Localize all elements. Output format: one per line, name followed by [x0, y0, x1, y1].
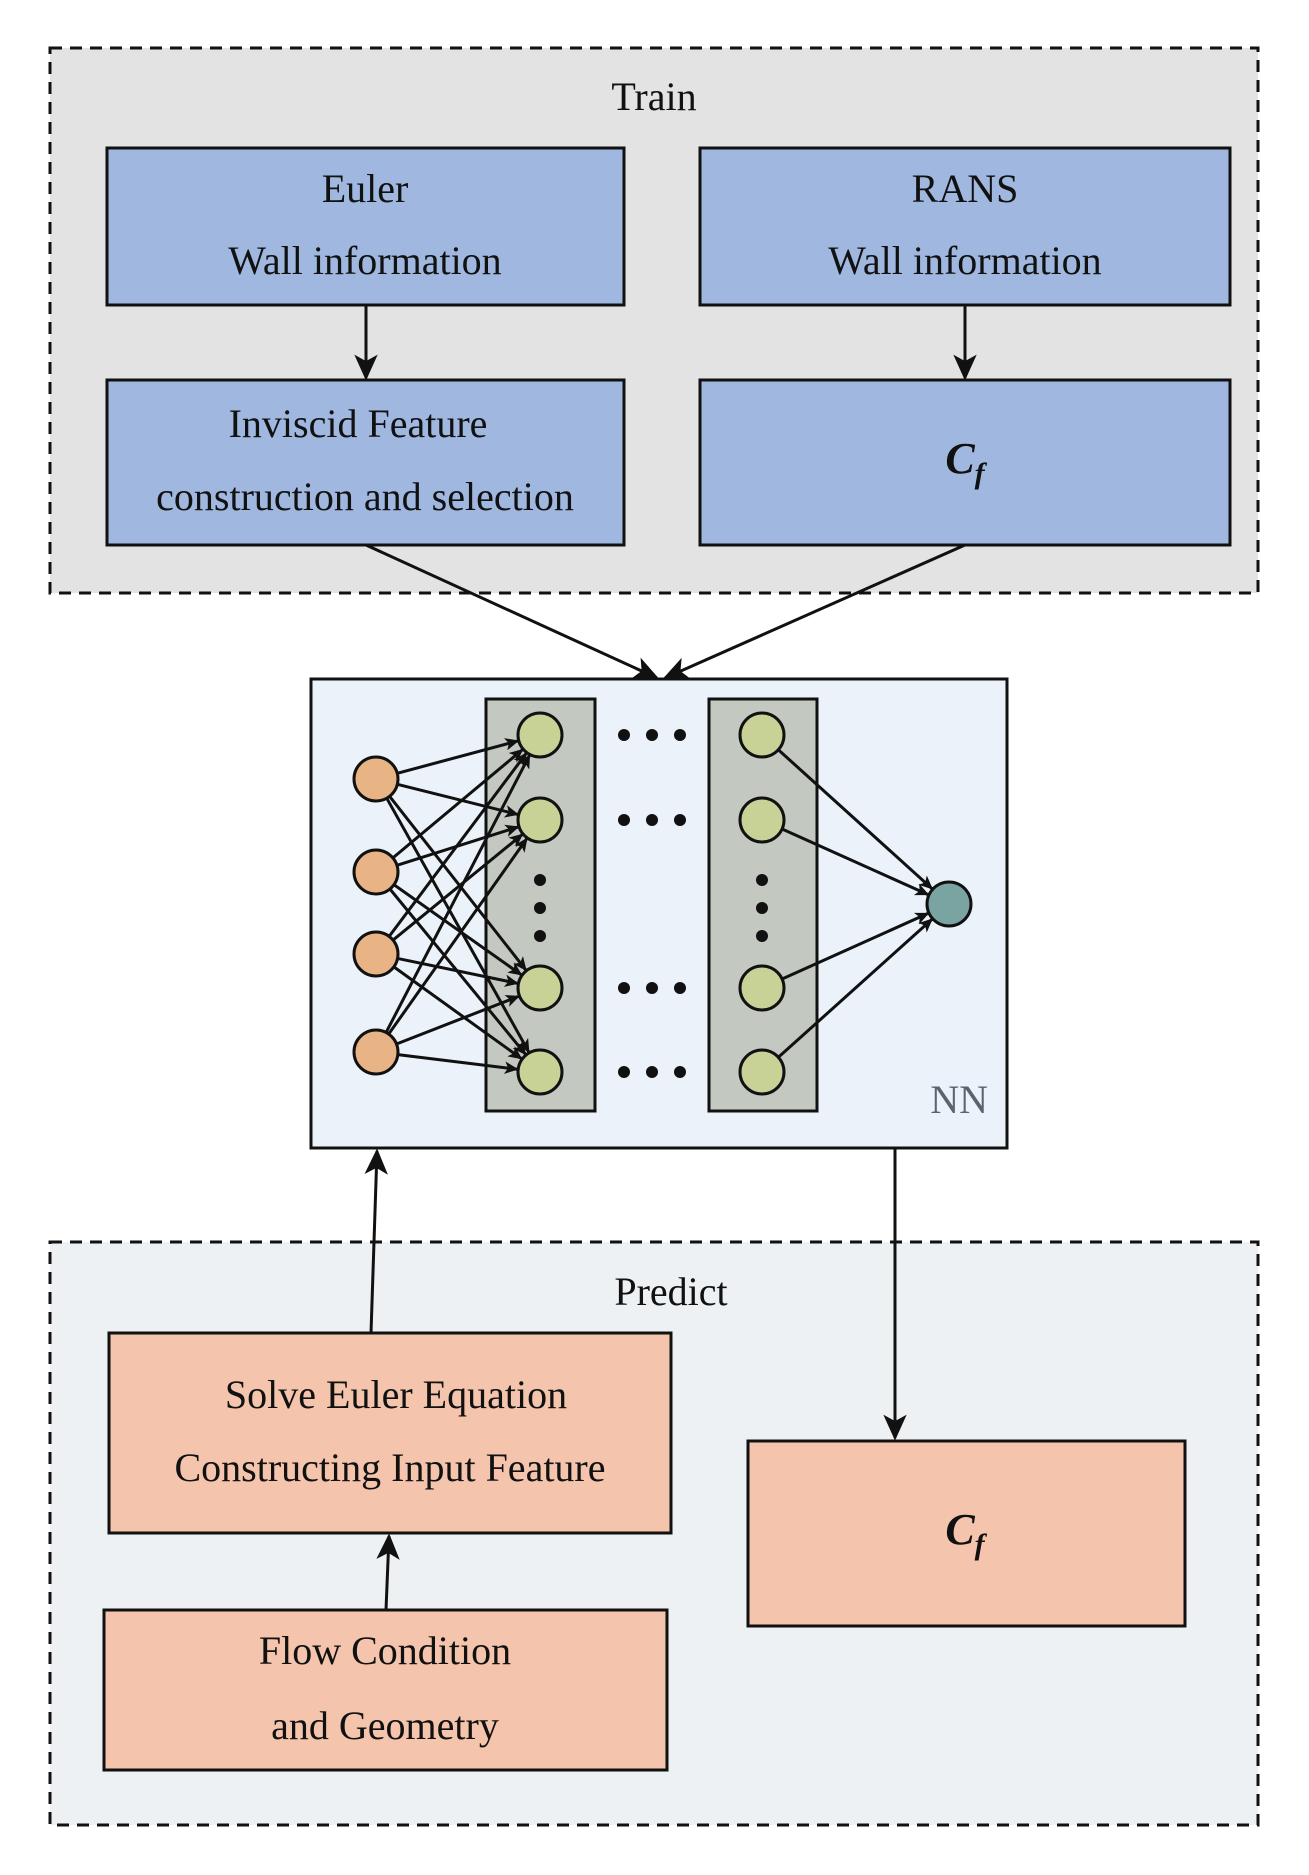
last-hidden-node-4 — [738, 1048, 786, 1096]
ellipsis-dot-row4-1 — [618, 1066, 630, 1078]
nn-edge-input-3-to-hidden-3 — [397, 956, 519, 987]
rans-box-line2: Wall information — [828, 238, 1101, 283]
nn-edge-input-3-to-hidden-2 — [392, 833, 524, 942]
ellipsis-dot-row3-1 — [618, 982, 630, 994]
feature-box-line2: construction and selection — [156, 474, 574, 519]
train-title: Train — [611, 74, 696, 119]
euler-box-line1: Euler — [322, 166, 409, 211]
last-hidden-node-2 — [738, 796, 786, 844]
nn-edge-hidden-4-to-output — [777, 918, 933, 1059]
flow-box-line2: and Geometry — [271, 1703, 499, 1748]
nn-edge-input-4-to-hidden-1 — [384, 754, 531, 1034]
predict-cf-symbol: C — [945, 1505, 975, 1554]
solve-box-line1: Solve Euler Equation — [225, 1372, 567, 1417]
ellipsis-dot-row1-2 — [646, 729, 658, 741]
inviscid-feature-box: Inviscid Feature construction and select… — [105, 378, 626, 547]
nn-edge-hidden-2-to-output — [781, 827, 930, 896]
nn-edge-input-1-to-hidden-4 — [385, 797, 531, 1054]
neural-network-panel: NN — [309, 677, 1009, 1150]
nn-edge-hidden-3-to-output — [781, 912, 930, 981]
ellipsis-dot-h1-3 — [534, 930, 546, 942]
train-cf-box: Cf — [698, 378, 1232, 547]
arrow-flow-to-solve — [376, 1533, 400, 1611]
nn-edge-hidden-1-to-output — [777, 748, 933, 890]
nn-edge-input-4-to-hidden-2 — [387, 837, 528, 1035]
input-node-2 — [352, 848, 400, 896]
arrow-solve-to-nn — [364, 1148, 388, 1334]
first-hidden-node-1 — [516, 711, 564, 759]
ellipsis-dot-h2-1 — [756, 874, 768, 886]
predict-title: Predict — [614, 1269, 727, 1314]
ellipsis-dot-h1-2 — [534, 902, 546, 914]
output-node — [925, 880, 973, 928]
flow-condition-box: Flow Condition and Geometry — [102, 1608, 669, 1772]
predict-panel: Predict Solve Euler Equation Constructin… — [48, 1240, 1260, 1827]
input-node-3 — [352, 930, 400, 978]
nn-nodes — [352, 711, 973, 1096]
nn-edge-input-2-to-hidden-1 — [391, 748, 524, 860]
solve-box-line2: Constructing Input Feature — [174, 1445, 605, 1490]
predict-cf-box: Cf — [746, 1439, 1187, 1628]
ellipsis-dot-row1-3 — [674, 729, 686, 741]
last-hidden-node-1 — [738, 711, 786, 759]
first-hidden-node-4 — [516, 1048, 564, 1096]
ellipsis-dot-row2-1 — [618, 814, 630, 826]
nn-edge-input-4-to-hidden-4 — [397, 1053, 519, 1074]
predict-cf-label: Cf — [945, 1505, 987, 1561]
solve-euler-box: Solve Euler Equation Constructing Input … — [107, 1331, 673, 1535]
arrow-feature-to-nn — [365, 543, 660, 680]
nn-edge-input-3-to-hidden-1 — [387, 752, 528, 938]
nn-ellipsis-dots — [534, 729, 768, 1078]
nn-edge-input-1-to-hidden-2 — [396, 782, 520, 818]
euler-wall-info-box: Euler Wall information — [105, 146, 626, 307]
last-hidden-node-3 — [738, 964, 786, 1012]
train-panel: Train Euler Wall information RANS Wall i… — [48, 46, 1260, 595]
feature-box-line1: Inviscid Feature — [229, 401, 488, 446]
rans-box-line1: RANS — [912, 166, 1019, 211]
input-node-4 — [352, 1028, 400, 1076]
nn-edge-input-1-to-hidden-3 — [388, 795, 527, 972]
nn-background — [309, 677, 1009, 1150]
ellipsis-dot-h1-1 — [534, 874, 546, 886]
train-cf-label: Cf — [945, 434, 987, 490]
train-cf-symbol: C — [945, 434, 975, 483]
nn-edge-input-3-to-hidden-4 — [392, 965, 523, 1060]
first-hidden-node-2 — [516, 796, 564, 844]
ellipsis-dot-row4-3 — [674, 1066, 686, 1078]
ellipsis-dot-row1-1 — [618, 729, 630, 741]
arrow-cf-to-nn — [662, 543, 966, 680]
flow-box-line1: Flow Condition — [259, 1628, 511, 1673]
nn-edge-input-4-to-hidden-3 — [395, 994, 520, 1046]
nn-connections — [384, 738, 933, 1074]
input-node-1 — [352, 755, 400, 803]
ellipsis-dot-row4-2 — [646, 1066, 658, 1078]
train-cf-subscript: f — [975, 457, 988, 490]
ellipsis-dot-h2-2 — [756, 902, 768, 914]
rans-wall-info-box: RANS Wall information — [698, 146, 1232, 307]
first-hidden-node-3 — [516, 964, 564, 1012]
nn-label: NN — [930, 1077, 988, 1122]
ellipsis-dot-row2-3 — [674, 814, 686, 826]
predict-cf-subscript: f — [975, 1528, 988, 1561]
ellipsis-dot-row3-3 — [674, 982, 686, 994]
ellipsis-dot-row2-2 — [646, 814, 658, 826]
ellipsis-dot-h2-3 — [756, 930, 768, 942]
ellipsis-dot-row3-2 — [646, 982, 658, 994]
nn-edge-input-1-to-hidden-1 — [396, 738, 520, 775]
euler-box-line2: Wall information — [228, 238, 501, 283]
